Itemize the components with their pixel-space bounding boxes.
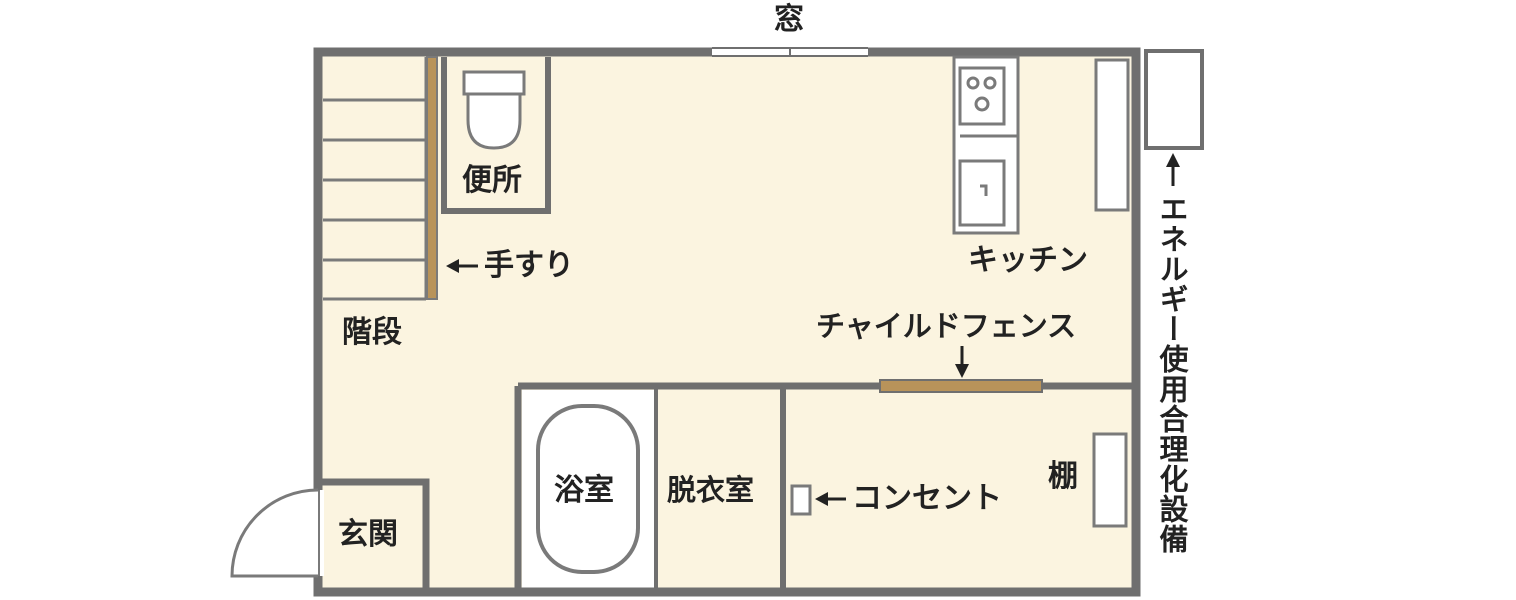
handrail-arrow (446, 259, 478, 273)
child-fence (879, 379, 1043, 393)
fence-arrow (955, 346, 969, 378)
door-swing-arc (230, 488, 319, 578)
energy-equipment-box (1144, 49, 1204, 150)
handrail-label: 手すり (484, 248, 574, 283)
child-fence-label: チャイルドフェンス (816, 309, 1077, 343)
window-label: 窓 (774, 2, 804, 37)
handrail (428, 58, 436, 298)
toilet-room-wall (441, 57, 551, 214)
energy-equipment-label: エネルギー使用合理化設備 (1155, 194, 1189, 554)
stairs-steps (323, 98, 426, 301)
outlet-arrow (815, 492, 846, 506)
stairs-label: 階段 (342, 315, 402, 350)
shelf-label: 棚 (1048, 459, 1078, 494)
kitchen-label: キッチン (968, 243, 1088, 278)
toilet-fixture (462, 70, 526, 150)
shelf (1092, 432, 1128, 528)
window-frame (712, 47, 868, 57)
outlet (790, 484, 812, 516)
energy-arrow (1166, 153, 1180, 186)
toilet-label: 便所 (462, 163, 522, 198)
bathtub (536, 404, 640, 574)
bathroom-label: 浴室 (554, 473, 614, 508)
refrigerator (1094, 58, 1130, 212)
kitchen-counter (952, 55, 1020, 235)
outlet-label: コンセント (852, 481, 1002, 516)
entrance-wall (320, 478, 430, 588)
entrance-label: 玄関 (338, 517, 398, 552)
dressing-room-label: 脱衣室 (667, 473, 755, 507)
